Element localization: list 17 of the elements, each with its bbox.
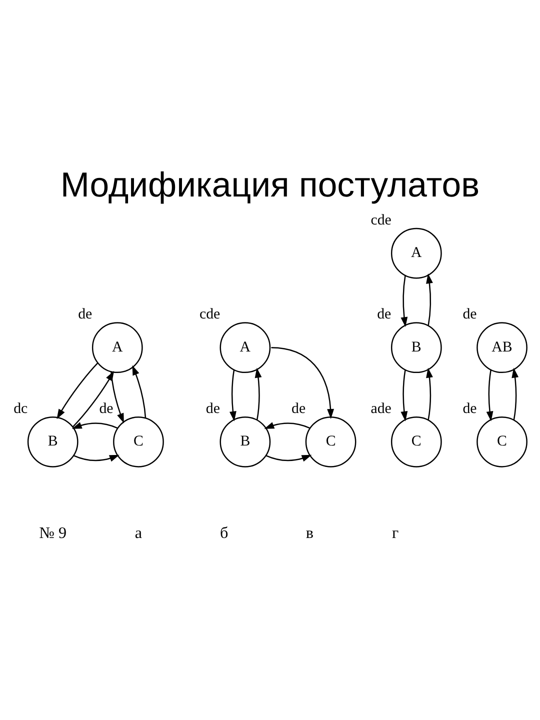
diagram-title: Модификация постулатов [60,166,480,205]
node-label: de [78,306,92,323]
node-label: de [292,400,306,417]
label: г [392,524,399,542]
node-label: de [377,306,392,323]
label: а [134,524,142,542]
node-label: de [462,400,477,417]
label: № 9 [39,524,67,542]
node-label: de [99,400,114,417]
node-label: de [206,400,220,417]
node-label: de [462,306,477,323]
node-label: cde [370,212,392,228]
node-label: dc [14,400,28,417]
node-label: ade [370,400,392,417]
label: б [220,524,228,542]
label: в [306,524,314,542]
node-label: cde [199,306,220,323]
